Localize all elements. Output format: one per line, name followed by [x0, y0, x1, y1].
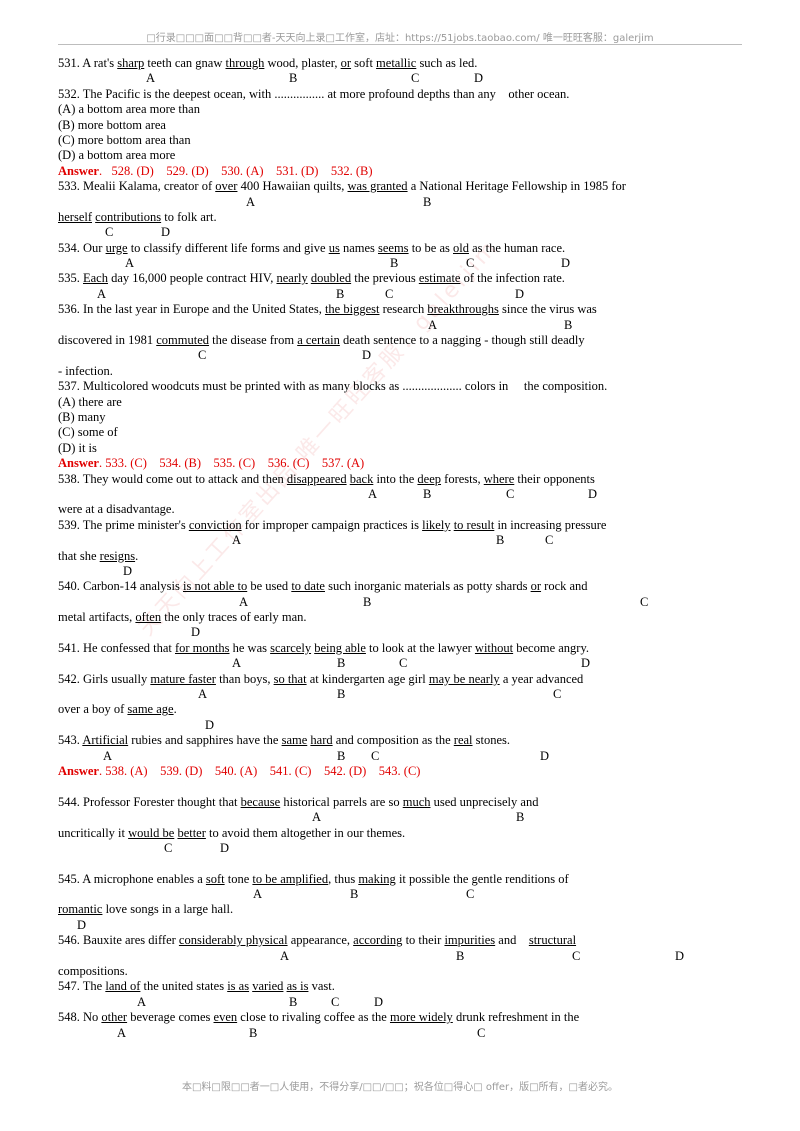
question-532-option-b: (B) more bottom area	[58, 117, 166, 132]
option-letters: D	[77, 917, 87, 932]
question-531: 531. A rat's sharp teeth can gnaw throug…	[58, 56, 478, 70]
question-536-end: - infection.	[58, 363, 113, 378]
question-533-cont: herself contributions to folk art.	[58, 209, 217, 224]
option-letters: D	[205, 717, 215, 732]
question-content: 531. A rat's sharp teeth can gnaw throug…	[58, 56, 748, 1041]
page-header: □行录□□□面□□背□□者-天天向上录□工作室，店址：https://51job…	[146, 33, 654, 44]
question-546: 546. Bauxite ares differ considerably ph…	[58, 933, 577, 948]
question-532-option-d: (D) a bottom area more	[58, 148, 176, 163]
question-532-option-a: (A) a bottom area more than	[58, 102, 200, 117]
question-538-cont: were at a disadvantage.	[58, 502, 175, 517]
header-rule	[58, 44, 742, 45]
question-539: 539. The prime minister's conviction for…	[58, 517, 607, 532]
question-533: 533. Mealii Kalama, creator of over 400 …	[58, 179, 626, 194]
question-545-cont: romantic love songs in a large hall.	[58, 902, 234, 917]
question-537-option-b: (B) many	[58, 409, 106, 424]
option-letters: D	[191, 625, 201, 640]
question-544-cont: uncritically it would be better to avoid…	[58, 825, 406, 840]
question-535: 535. Each day 16,000 people contract HIV…	[58, 271, 565, 286]
question-542-cont: over a boy of same age.	[58, 702, 177, 717]
spacer	[58, 779, 748, 794]
question-537-option-d: (D) it is	[58, 440, 97, 455]
page-footer: 本□料□限□□者一□人使用，不得分享/□□/□□；祝各位□得心□ offer，版…	[181, 1082, 618, 1093]
question-537-option-c: (C) some of	[58, 425, 118, 440]
question-539-cont: that she resigns.	[58, 548, 139, 563]
question-540-cont: metal artifacts, often the only traces o…	[58, 610, 307, 625]
question-544: 544. Professor Forester thought that bec…	[58, 794, 539, 809]
question-532-option-c: (C) more bottom area than	[58, 132, 191, 147]
question-541: 541. He confessed that for months he was…	[58, 640, 590, 655]
question-536-cont: discovered in 1981 commuted the disease …	[58, 333, 585, 348]
answer-key-533-537: Answer. 533. (C) 534. (B) 535. (C) 536. …	[58, 456, 365, 471]
question-542: 542. Girls usually mature faster than bo…	[58, 671, 584, 686]
question-546-cont: compositions.	[58, 964, 128, 979]
question-545: 545. A microphone enables a soft tone to…	[58, 871, 569, 886]
question-548: 548. No other beverage comes even close …	[58, 1010, 580, 1025]
question-537-stem: 537. Multicolored woodcuts must be print…	[58, 379, 608, 394]
question-537-option-a: (A) there are	[58, 394, 122, 409]
question-543: 543. Artificial rubies and sapphires hav…	[58, 733, 511, 748]
question-532-stem: 532. The Pacific is the deepest ocean, w…	[58, 86, 570, 101]
option-letters: D	[123, 563, 133, 578]
question-547: 547. The land of the united states is as…	[58, 979, 335, 994]
question-538: 538. They would come out to attack and t…	[58, 471, 595, 486]
answer-key-538-543: Answer. 538. (A) 539. (D) 540. (A) 541. …	[58, 763, 421, 778]
answer-key-528-532: Answer. 528. (D) 529. (D) 530. (A) 531. …	[58, 163, 373, 178]
spacer	[58, 856, 748, 871]
question-536: 536. In the last year in Europe and the …	[58, 302, 597, 317]
question-534: 534. Our urge to classify different life…	[58, 240, 566, 255]
question-540: 540. Carbon-14 analysis is not able to b…	[58, 579, 588, 594]
